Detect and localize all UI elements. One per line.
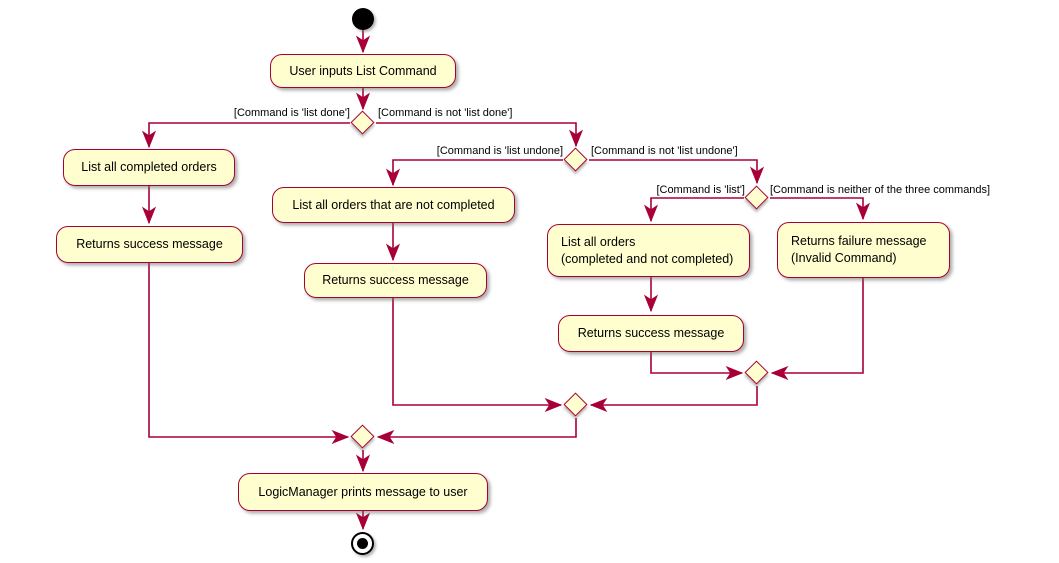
- edge-decision3-true: [643, 197, 744, 223]
- activity-label: Returns failure message (Invalid Command…: [791, 233, 926, 267]
- edge-successmiddle-to-merge2: [392, 298, 563, 413]
- edge-decision3-false: [770, 197, 871, 221]
- edge-decision2-true: [385, 159, 563, 187]
- activity-label-line2: (Invalid Command): [791, 251, 897, 265]
- activity-list-not-completed: List all orders that are not completed: [272, 187, 515, 223]
- guard-is-list-undone: [Command is 'list undone]: [436, 145, 563, 157]
- activity-label: List all completed orders: [81, 160, 217, 175]
- guard-not-list-undone: [Command is not 'list undone']: [591, 145, 738, 157]
- activity-label: Returns success message: [577, 326, 725, 341]
- edge-decision1-false: [376, 122, 584, 148]
- activity-success-left: Returns success message: [56, 226, 243, 263]
- guard-neither-command: [Command is neither of the three command…: [770, 184, 991, 196]
- end-node-dot: [357, 538, 368, 549]
- activity-label: Returns success message: [76, 237, 223, 252]
- activity-label: LogicManager prints message to user: [258, 484, 468, 499]
- activity-label: Returns success message: [322, 273, 469, 288]
- activity-label: List all orders (completed and not compl…: [561, 234, 733, 268]
- start-node: [352, 8, 374, 30]
- guard-not-list-done: [Command is not 'list done']: [378, 107, 513, 119]
- activity-list-all: List all orders (completed and not compl…: [547, 224, 750, 277]
- guard-is-list-done: [Command is 'list done']: [233, 107, 350, 119]
- activity-label-line2: (completed and not completed): [561, 251, 734, 266]
- edge-decision1-true: [141, 122, 350, 149]
- activity-label-line1: List all orders: [561, 234, 636, 249]
- edge-merge2-to-merge3: [376, 418, 577, 445]
- edge-failure-to-merge1: [770, 278, 864, 381]
- activity-label: User inputs List Command: [289, 63, 437, 78]
- activity-list-completed: List all completed orders: [63, 149, 235, 186]
- edge-decision2-false: [589, 159, 765, 185]
- activity-failure: Returns failure message (Invalid Command…: [777, 222, 950, 278]
- activity-success-right: Returns success message: [558, 315, 744, 352]
- edge-merge1-to-merge2: [589, 386, 758, 413]
- activity-label-line1: Returns failure message: [791, 234, 927, 249]
- guard-is-list: [Command is 'list']: [656, 184, 745, 196]
- end-node: [351, 532, 374, 555]
- activity-label: List all orders that are not completed: [292, 197, 495, 212]
- activity-success-middle: Returns success message: [304, 263, 487, 298]
- activity-user-inputs: User inputs List Command: [270, 54, 456, 88]
- edge-successleft-to-merge3: [148, 263, 350, 445]
- edge-successright-to-merge1: [650, 352, 744, 381]
- activity-logic-manager: LogicManager prints message to user: [238, 473, 488, 511]
